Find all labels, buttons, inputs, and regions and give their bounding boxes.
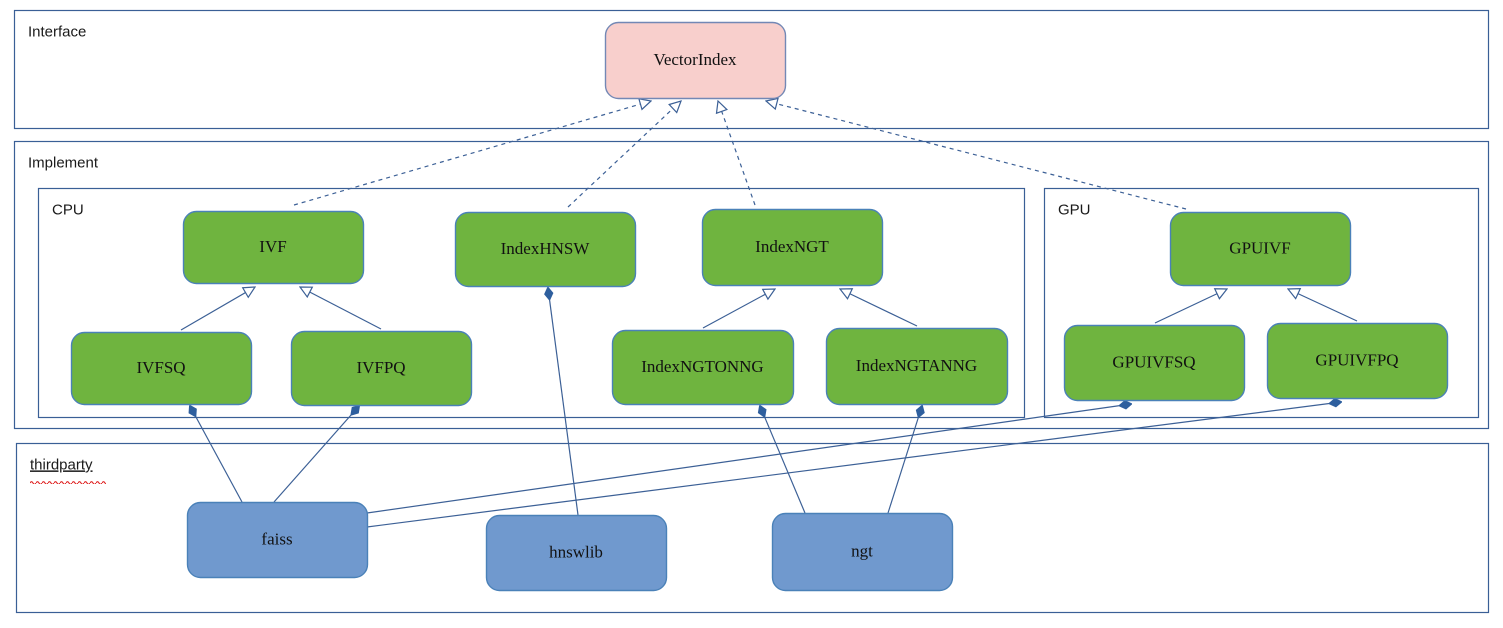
node-label-IndexNGT: IndexNGT: [755, 237, 829, 256]
node-box[interactable]: [825, 327, 1009, 406]
node-label-GPUIVFPQ: GPUIVFPQ: [1315, 350, 1398, 369]
node-GPUIVF[interactable]: GPUIVF: [1169, 211, 1352, 287]
container-interface: Interface: [13, 9, 1490, 130]
node-IndexHNSW[interactable]: IndexHNSW: [454, 211, 637, 288]
node-label-hnswlib: hnswlib: [549, 542, 603, 561]
edge-faiss-ivfpq: [273, 406, 359, 503]
node-GPUIVFPQ[interactable]: GPUIVFPQ: [1266, 322, 1449, 400]
spellcheck-underline: [30, 480, 106, 484]
node-ngt[interactable]: ngt: [771, 512, 954, 592]
edge-faiss-ivfsq: [190, 406, 243, 503]
node-IVFPQ[interactable]: IVFPQ: [290, 330, 473, 407]
node-box[interactable]: [1266, 322, 1449, 400]
container-implement: Implement: [13, 140, 1490, 430]
node-box[interactable]: [182, 210, 365, 285]
node-hnswlib[interactable]: hnswlib: [485, 514, 668, 592]
node-IndexNGTONNG[interactable]: IndexNGTONNG: [611, 329, 795, 406]
node-box[interactable]: [70, 331, 253, 406]
node-box[interactable]: [454, 211, 637, 288]
node-label-GPUIVF: GPUIVF: [1229, 238, 1290, 257]
edge-faiss-gpuivfpq: [366, 402, 1341, 528]
node-box[interactable]: [1169, 211, 1352, 287]
node-box[interactable]: [701, 208, 884, 287]
node-label-faiss: faiss: [261, 529, 292, 548]
container-label-implement: Implement: [28, 154, 99, 171]
node-VectorIndex[interactable]: VectorIndex: [604, 21, 787, 100]
edge-ngt-indexngtannng: [887, 406, 922, 514]
edge-indexhnsw-vectorindex: [567, 101, 681, 208]
edge-hnswlib-indexhnsw: [548, 288, 579, 516]
node-box[interactable]: [611, 329, 795, 406]
container-thirdparty: thirdparty: [15, 442, 1490, 614]
container-label-cpu: CPU: [52, 201, 84, 218]
container-frame: [37, 187, 1026, 419]
node-IVFSQ[interactable]: IVFSQ: [70, 331, 253, 406]
node-box[interactable]: [604, 21, 787, 100]
container-frame: [13, 9, 1490, 130]
node-label-IVFPQ: IVFPQ: [356, 358, 405, 377]
container-gpu: GPU: [1043, 187, 1480, 419]
node-label-IndexNGTONNG: IndexNGTONNG: [641, 357, 763, 376]
node-label-VectorIndex: VectorIndex: [653, 50, 737, 69]
edge-ngt-indexngtonng: [760, 406, 806, 514]
node-box[interactable]: [186, 501, 369, 579]
node-box[interactable]: [290, 330, 473, 407]
container-cpu: CPU: [37, 187, 1026, 419]
container-label-thirdparty: thirdparty: [30, 456, 93, 473]
edge-gpuivfsq-gpuivf: [1154, 289, 1227, 324]
container-frame: [1043, 187, 1480, 419]
node-label-ngt: ngt: [851, 541, 873, 560]
node-label-IndexNGTANNG: IndexNGTANNG: [856, 356, 977, 375]
edges-layer: [180, 101, 1358, 528]
edge-ivfsq-ivf: [180, 287, 255, 331]
node-label-IVF: IVF: [259, 237, 286, 256]
node-GPUIVFSQ[interactable]: GPUIVFSQ: [1063, 324, 1246, 402]
container-frame: [13, 140, 1490, 430]
edge-faiss-gpuivfsq: [366, 404, 1131, 514]
node-box[interactable]: [1063, 324, 1246, 402]
node-box[interactable]: [485, 514, 668, 592]
node-IVF[interactable]: IVF: [182, 210, 365, 285]
edge-indexngt-vectorindex: [718, 101, 756, 206]
edge-ivfpq-ivf: [300, 287, 382, 330]
edge-gpuivf-vectorindex: [766, 101, 1187, 210]
edge-ngtannng-indexngt: [840, 289, 918, 327]
node-label-IndexHNSW: IndexHNSW: [501, 239, 591, 258]
node-label-IVFSQ: IVFSQ: [136, 358, 185, 377]
node-IndexNGT[interactable]: IndexNGT: [701, 208, 884, 287]
node-box[interactable]: [771, 512, 954, 592]
edge-ngtonng-indexngt: [702, 289, 775, 329]
edge-gpuivfpq-gpuivf: [1288, 289, 1358, 322]
node-faiss[interactable]: faiss: [186, 501, 369, 579]
node-label-GPUIVFSQ: GPUIVFSQ: [1112, 352, 1195, 371]
node-IndexNGTANNG[interactable]: IndexNGTANNG: [825, 327, 1009, 406]
container-label-gpu: GPU: [1058, 201, 1091, 218]
container-frame: [15, 442, 1490, 614]
container-label-interface: Interface: [28, 23, 86, 40]
edge-ivf-vectorindex: [293, 101, 651, 206]
